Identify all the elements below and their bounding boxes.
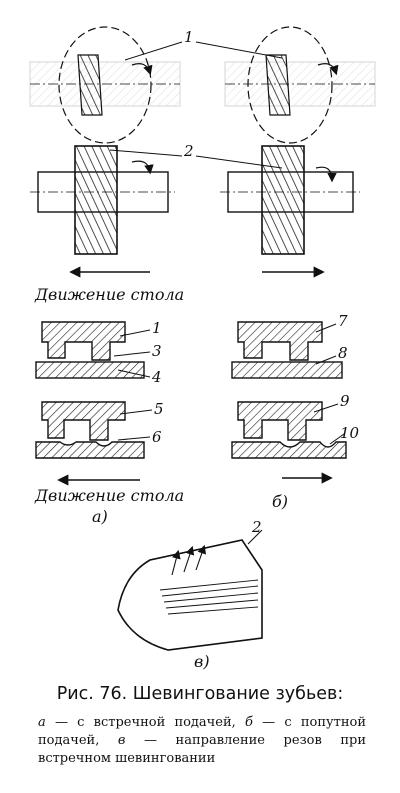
label-3: 3 bbox=[152, 342, 162, 360]
sublabel-v: в) bbox=[194, 652, 210, 671]
section-b-upper bbox=[231, 321, 343, 379]
label-5: 5 bbox=[154, 400, 164, 418]
label-2: 2 bbox=[184, 142, 194, 160]
label-4: 4 bbox=[152, 368, 162, 386]
figure-caption-title: Рис. 76. Шевингование зубьев: bbox=[56, 684, 344, 704]
caption-key-a: а bbox=[38, 715, 46, 730]
caption-text-a: — с встречной подачей, bbox=[45, 715, 245, 730]
label-2-tooth: 2 bbox=[252, 518, 262, 536]
caption-key-v: в bbox=[117, 733, 126, 748]
label-8: 8 bbox=[338, 344, 348, 362]
gear-right bbox=[220, 145, 360, 278]
motion-label-bottom: Движение стола bbox=[35, 486, 185, 505]
tooth-detail bbox=[117, 529, 263, 651]
caption-text-b: — с попутной подачей, bbox=[38, 715, 366, 748]
caption-key-b: б bbox=[244, 715, 253, 730]
shaver-right bbox=[224, 26, 376, 144]
gear-left bbox=[30, 145, 175, 278]
caption-text-v: — направление резов при встречном шевинг… bbox=[38, 733, 366, 766]
motion-label-top: Движение стола bbox=[35, 285, 185, 304]
section-a-lower bbox=[35, 401, 153, 486]
label-9: 9 bbox=[340, 392, 350, 410]
leader-lines bbox=[109, 41, 283, 169]
label-10: 10 bbox=[340, 424, 360, 442]
label-1-section: 1 bbox=[152, 319, 162, 337]
label-1: 1 bbox=[184, 28, 194, 46]
sublabel-b: б) bbox=[272, 492, 289, 511]
shaver-left bbox=[29, 26, 181, 144]
figure-drawing bbox=[29, 26, 376, 651]
figure-caption-text: а — с встречной подачей, б — с попутной … bbox=[38, 714, 366, 768]
section-b-lower bbox=[231, 401, 347, 484]
section-a-upper bbox=[35, 321, 151, 379]
label-7: 7 bbox=[338, 312, 348, 330]
label-6: 6 bbox=[152, 428, 162, 446]
sublabel-a: а) bbox=[92, 507, 108, 526]
